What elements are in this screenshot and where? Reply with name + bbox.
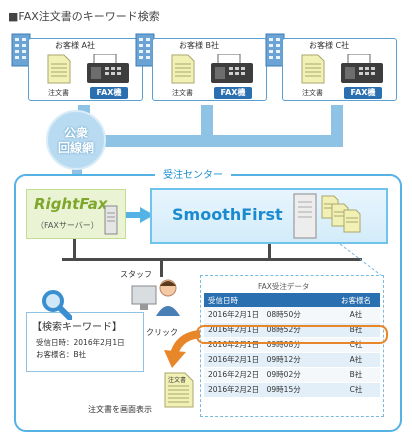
order-center-label: 受注センター	[155, 166, 231, 181]
smoothfirst-title: SmoothFirst	[172, 205, 283, 224]
data-panel-connector	[339, 244, 383, 277]
header-received: 受信日時	[204, 293, 332, 307]
pipe-horizontal	[80, 135, 343, 147]
diagram-title: ■FAX注文書のキーワード検索	[8, 10, 160, 23]
rightfax-title: RightFax	[34, 195, 108, 213]
search-heading: 【検索キーワード】	[32, 322, 122, 333]
displayed-document-label: 注文書	[168, 377, 187, 384]
magnifier-icon	[42, 290, 72, 320]
network-drop-rightfax	[73, 239, 76, 259]
document-label: 注文書	[302, 89, 323, 97]
cell-received: 2016年2月1日 08時50分	[204, 307, 332, 323]
fax-label: FAX機	[214, 87, 252, 99]
cell-received: 2016年2月1日 09時12分	[204, 352, 332, 368]
cell-received: 2016年2月2日 09時02分	[204, 367, 332, 383]
document-label: 注文書	[48, 89, 69, 97]
rightfax-subtitle: （FAXサーバー）	[36, 221, 99, 230]
fax-label: FAX機	[344, 87, 382, 99]
displayed-order-document-icon	[164, 372, 194, 408]
order-document-icon	[171, 54, 195, 84]
public-network-circle: 公衆 回線網	[46, 110, 106, 170]
customer-name: お客様 C社	[309, 41, 350, 50]
fax-machine-icon	[341, 54, 383, 83]
customer-name: お客様 B社	[179, 41, 220, 50]
staff-person-icon	[131, 279, 180, 316]
network-line	[62, 258, 362, 261]
search-line-customer: お客様名：B社	[36, 350, 87, 359]
fax-label: FAX機	[90, 87, 128, 99]
order-document-icon	[47, 54, 71, 84]
server-with-documents-icon	[293, 193, 361, 239]
pipe-to-center	[72, 160, 82, 180]
click-label: クリック	[146, 328, 178, 337]
cell-customer: C社	[332, 382, 380, 398]
selected-row-highlight	[196, 325, 388, 344]
cell-customer: B社	[332, 367, 380, 383]
cell-customer: C社	[332, 337, 380, 353]
public-network-line2: 回線網	[57, 141, 94, 155]
cell-customer: A社	[332, 352, 380, 368]
fax-data-title: FAX受注データ	[258, 282, 310, 291]
staff-label: スタッフ	[120, 270, 152, 279]
fax-server-icon	[104, 205, 118, 235]
fax-machine-icon	[211, 54, 253, 83]
customer-name: お客様 A社	[55, 41, 96, 50]
network-drop-smoothfirst	[268, 244, 271, 259]
fax-machine-icon	[87, 54, 129, 83]
table-header-row: 受信日時 お客様名	[204, 293, 380, 307]
cell-customer: A社	[332, 307, 380, 323]
search-keyword-box	[26, 312, 144, 372]
document-label: 注文書	[172, 89, 193, 97]
header-customer: お客様名	[332, 293, 380, 307]
building-icon	[265, 33, 285, 67]
cell-received: 2016年2月2日 09時15分	[204, 382, 332, 398]
cell-received: 2016年2月1日 09時08分	[204, 337, 332, 353]
public-network-line1: 公衆	[63, 126, 88, 140]
display-on-screen-label: 注文書を画面表示	[88, 405, 152, 414]
network-drop-staff	[160, 259, 163, 277]
order-document-icon	[301, 54, 325, 84]
arrow-right-icon	[126, 207, 154, 223]
search-line-date: 受信日時：2016年2月1日	[36, 338, 125, 347]
